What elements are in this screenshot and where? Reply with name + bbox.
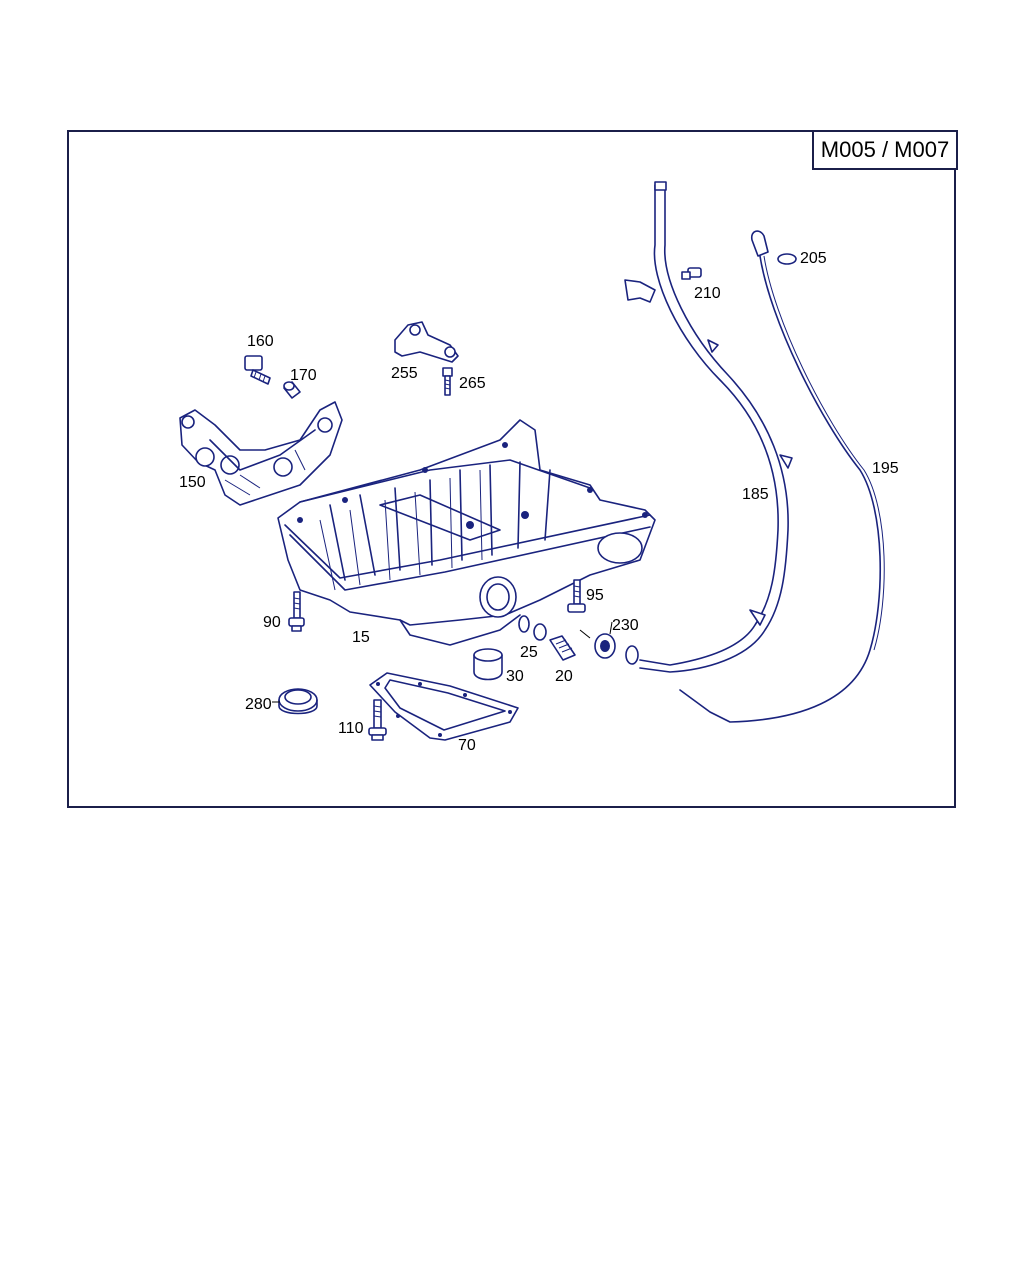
part-plate-255	[394, 321, 459, 363]
part-engine-bracket	[179, 401, 343, 506]
callout-90: 90	[263, 614, 281, 631]
callout-230: 230	[612, 617, 639, 634]
callout-280: 280	[245, 696, 272, 713]
leader-lines	[272, 621, 613, 703]
callout-labels: 160 170 150 255 265 210 205 185 195 90 9…	[179, 250, 899, 754]
callout-20: 20	[555, 668, 573, 685]
part-bolt-210	[681, 267, 702, 280]
part-seal-230	[594, 633, 616, 659]
callout-185: 185	[742, 486, 769, 503]
callout-95: 95	[586, 587, 604, 604]
part-guide-tube-185	[624, 181, 793, 673]
callout-195: 195	[872, 460, 899, 477]
part-o-ring-205	[777, 253, 797, 265]
part-dipstick-195	[679, 230, 885, 723]
part-bolt-160	[244, 355, 271, 385]
part-bolt-90	[288, 591, 305, 632]
part-bolt-110	[368, 699, 387, 741]
callout-110: 110	[338, 720, 364, 737]
callout-15: 15	[352, 629, 370, 646]
part-drain-plug-20	[549, 635, 576, 661]
part-gasket-70	[369, 672, 519, 741]
callout-265: 265	[459, 375, 486, 392]
callout-205: 205	[800, 250, 827, 267]
part-sleeve-170	[283, 381, 301, 399]
part-washer-25	[533, 623, 547, 641]
callout-170: 170	[290, 367, 317, 384]
part-oil-pan	[277, 419, 656, 646]
callout-210: 210	[694, 285, 721, 302]
part-cap-30	[473, 648, 503, 681]
callout-30: 30	[506, 668, 524, 685]
callout-255: 255	[391, 365, 418, 382]
part-bolt-95	[567, 579, 586, 613]
callout-25: 25	[520, 644, 538, 661]
diagram-frame	[67, 130, 956, 808]
variant-tag: M005 / M007	[812, 130, 958, 170]
part-seal-ring-280	[278, 688, 318, 715]
part-plug-25	[518, 615, 530, 633]
callout-150: 150	[179, 474, 206, 491]
callout-160: 160	[247, 333, 274, 350]
callout-70: 70	[458, 737, 476, 754]
part-bolt-265	[442, 367, 453, 396]
